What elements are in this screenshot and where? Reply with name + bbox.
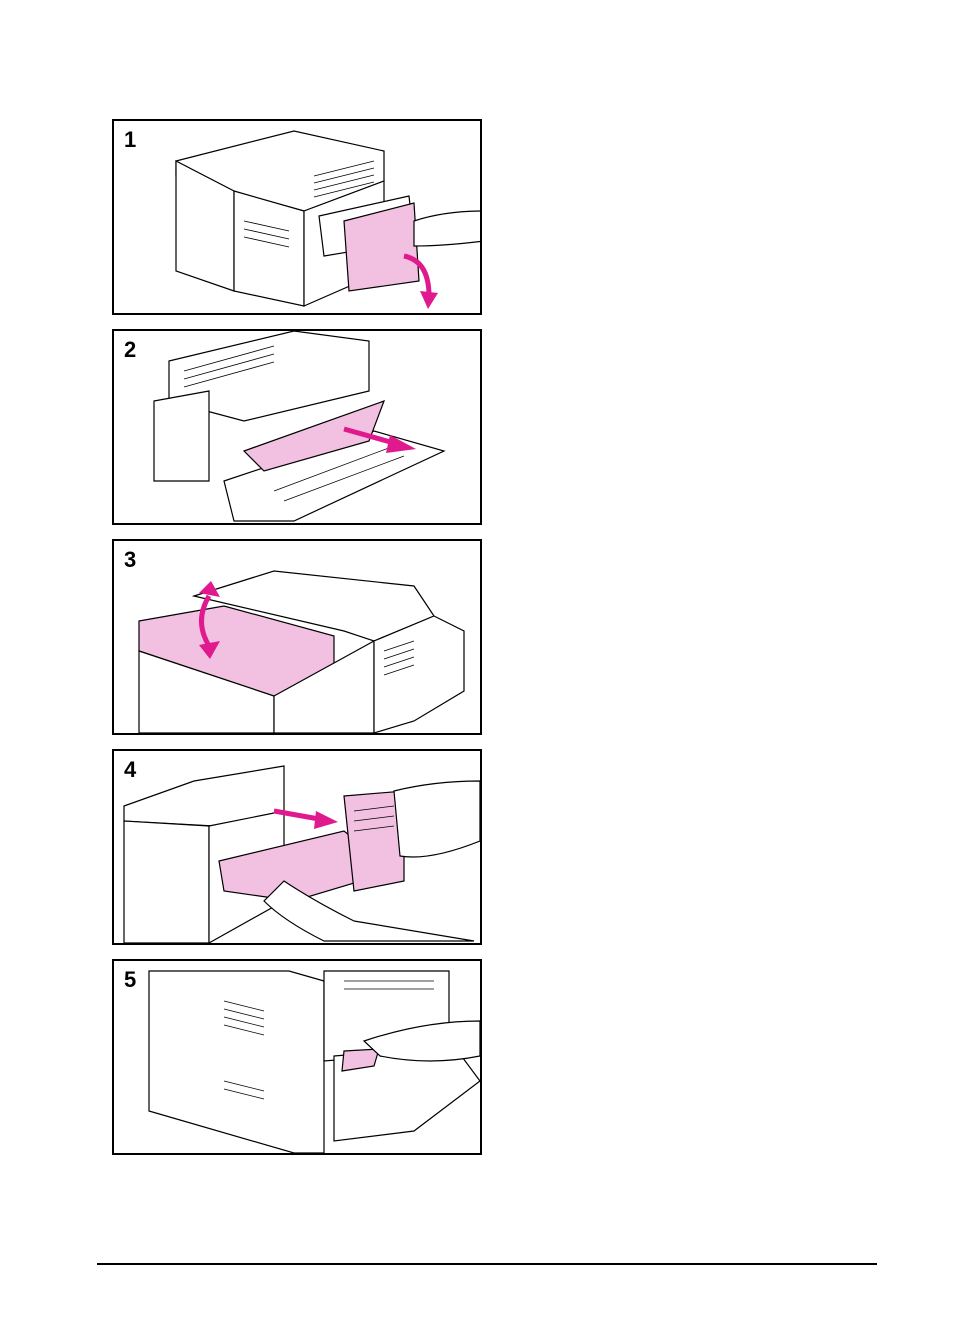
step-1-panel: 1 (112, 119, 482, 315)
step-5-illustration (114, 961, 480, 1153)
step-4-panel: 4 (112, 749, 482, 945)
footer-rule (97, 1263, 877, 1265)
step-number: 5 (124, 967, 136, 993)
step-number: 2 (124, 337, 136, 363)
step-1-illustration (114, 121, 480, 313)
step-number: 3 (124, 547, 136, 573)
step-2-panel: 2 (112, 329, 482, 525)
step-number: 4 (124, 757, 136, 783)
step-5-panel: 5 (112, 959, 482, 1155)
step-4-illustration (114, 751, 480, 943)
step-3-illustration (114, 541, 480, 733)
step-number: 1 (124, 127, 136, 153)
step-3-panel: 3 (112, 539, 482, 735)
step-2-illustration (114, 331, 480, 523)
